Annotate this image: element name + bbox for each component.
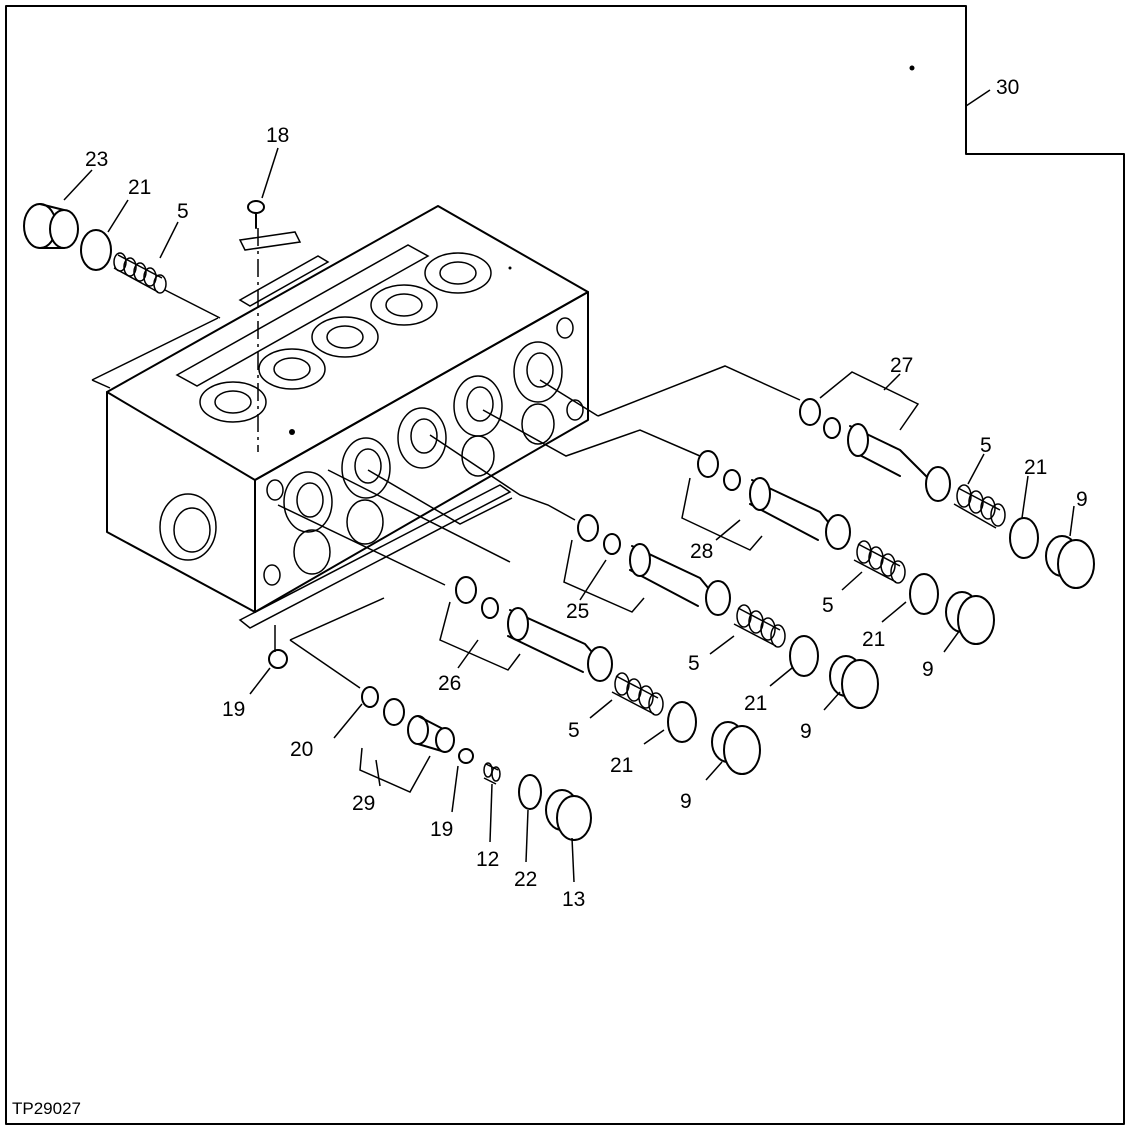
callout-19: 19: [222, 698, 245, 721]
callout-26: 26: [438, 672, 461, 695]
o-ring-21-part: [80, 229, 112, 271]
callout-21: 21: [862, 628, 885, 651]
callout-5: 5: [822, 594, 834, 617]
callout-5: 5: [980, 434, 992, 457]
callout-12: 12: [476, 848, 499, 871]
valve-body: [106, 205, 589, 629]
callout-21: 21: [744, 692, 767, 715]
spool-set-28: [681, 450, 995, 645]
callout-9: 9: [1076, 488, 1088, 511]
callout-9: 9: [680, 790, 692, 813]
figure-id: TP29027: [12, 1099, 81, 1118]
leader-lines: [91, 228, 801, 689]
callout-28: 28: [690, 540, 713, 563]
callout-13: 13: [562, 888, 585, 911]
screw-18-part: [247, 200, 265, 229]
callout-5: 5: [568, 719, 580, 742]
spring-5-part: [113, 252, 167, 294]
callout-21: 21: [1024, 456, 1047, 479]
callout-5: 5: [177, 200, 189, 223]
callout-9: 9: [800, 720, 812, 743]
plug-23-part: [23, 203, 79, 249]
top-ports: [199, 252, 492, 423]
check-valve-parts: [268, 649, 592, 841]
callout-25: 25: [566, 600, 589, 623]
callout-22: 22: [514, 868, 537, 891]
side-ports: [263, 317, 584, 586]
spool-set-25: [563, 514, 879, 709]
callout-20: 20: [290, 738, 313, 761]
callout-9: 9: [922, 658, 934, 681]
callout-27: 27: [890, 354, 913, 377]
spool-set-26: [439, 576, 761, 775]
callout-labels: 23 21 5 18 30 27 5 21 9 28 25 5 21 9 5 2…: [85, 76, 1088, 911]
callout-21: 21: [128, 176, 151, 199]
callout-leaders: [63, 89, 1075, 883]
callout-5: 5: [688, 652, 700, 675]
figure-border: [5, 5, 1125, 1125]
callout-21: 21: [610, 754, 633, 777]
callout-29: 29: [352, 792, 375, 815]
callout-19: 19: [430, 818, 453, 841]
callout-23: 23: [85, 148, 108, 171]
spool-set-27: [799, 371, 1095, 589]
callout-30: 30: [996, 76, 1019, 99]
callout-18: 18: [266, 124, 289, 147]
